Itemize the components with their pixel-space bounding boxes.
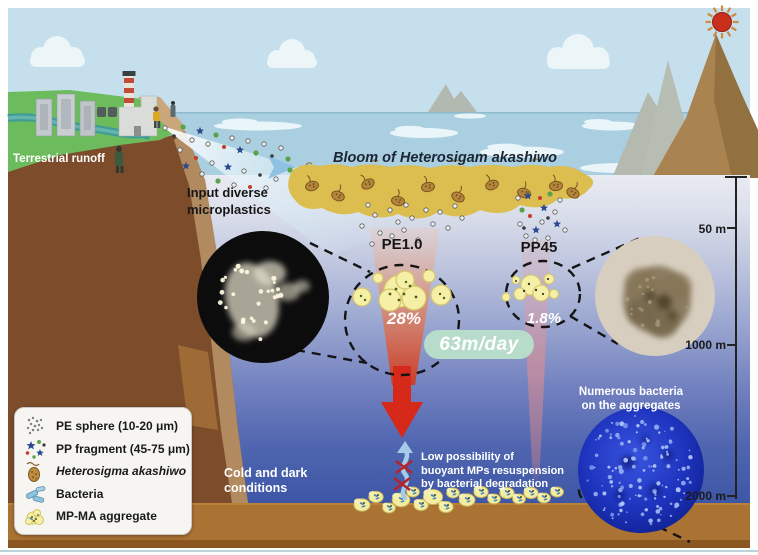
treatment-pe-label: PE1.0	[381, 236, 423, 253]
terrestrial-runoff-label: Terrestrial runoff	[13, 153, 105, 165]
depth-marker-2000m: 2000 m	[685, 489, 726, 503]
sinking-rate-badge: 63m/day	[424, 330, 534, 359]
people	[115, 101, 176, 173]
conditions-line2: conditions	[224, 481, 288, 495]
bacteria-icon	[23, 483, 49, 505]
legend-item-label: Bacteria	[56, 486, 104, 501]
legend-item-bacteria: Bacteria	[23, 483, 183, 505]
bacteria-note: Numerous bacteria on the aggregates	[552, 385, 710, 413]
legend-box: PE sphere (10-20 μm) PP fragment (45-75 …	[14, 407, 192, 535]
micrograph-pp-aggregate	[595, 236, 715, 356]
bacteria-note-line2: on the aggregates	[581, 400, 681, 412]
magnifier-dashed-ellipse-pp	[504, 259, 582, 329]
wave-foam	[214, 113, 660, 173]
legend-item-pp-fragment: PP fragment (45-75 μm)	[23, 438, 190, 460]
input-label-line2: microplastics	[187, 202, 271, 217]
bacteria-note-line1: Numerous bacteria	[578, 386, 684, 398]
magnifier-dashed-ellipse-pe	[343, 263, 461, 377]
treatment-pp-label: PP45	[520, 239, 558, 256]
input-microplastics-label: Input diverse microplastics	[187, 184, 271, 218]
resuspension-line1: Low possibility of	[421, 451, 514, 463]
bloom-surface-flagella	[305, 158, 539, 166]
heterosigma-cells	[305, 174, 580, 207]
resuspension-blocked-icon	[393, 441, 413, 501]
cold-dark-conditions-label: Cold and dark conditions	[224, 466, 307, 496]
pp-fragment-icon	[23, 438, 49, 460]
sinking-arrow	[381, 366, 423, 438]
pp-funnel	[521, 240, 551, 485]
micrograph-pe-aggregate	[197, 231, 329, 363]
pe-aggregate-cluster	[352, 269, 452, 312]
legend-item-label: Heterosigma akashiwo	[56, 464, 187, 478]
bloom-title: Bloom of Heterosigam akashiwo	[333, 150, 557, 166]
resuspension-line3: by bacterial degradation	[421, 478, 549, 490]
resuspension-note: Low possibility of buoyant MPs resuspens…	[421, 451, 564, 492]
input-label-line1: Input diverse	[187, 185, 268, 200]
legend-item-pe-sphere: PE sphere (10-20 μm)	[23, 415, 183, 437]
depth-scale	[725, 176, 747, 499]
micrograph-bacteria	[578, 407, 704, 533]
legend-item-label: PP fragment (45-75 μm)	[56, 441, 190, 456]
legend-item-label: PE sphere (10-20 μm)	[56, 419, 179, 433]
legend-item-label: MP-MA aggregate	[56, 509, 157, 523]
legend-item-heterosigma: Heterosigma akashiwo	[23, 460, 187, 482]
heterosigma-icon	[23, 460, 49, 482]
input-microplastic-particles	[162, 124, 293, 191]
conditions-line1: Cold and dark	[224, 466, 308, 480]
sinking-particles	[359, 191, 568, 247]
coastal-mountains	[612, 34, 758, 178]
mp-ma-aggregate-icon	[23, 505, 49, 527]
depth-marker-50m: 50 m	[698, 222, 726, 236]
legend-item-mp-ma-aggregate: MP-MA aggregate	[23, 505, 183, 527]
sun-icon	[705, 5, 739, 39]
island-peaks	[428, 84, 477, 112]
coastal-city	[35, 71, 158, 137]
depth-marker-1000m: 1000 m	[685, 338, 726, 352]
resuspension-line2: buoyant MPs resuspension	[421, 464, 565, 477]
pe-sinking-percent: 28%	[386, 309, 422, 328]
pe-sphere-icon	[23, 415, 49, 437]
pp-aggregate-cluster	[501, 273, 560, 302]
figure-bottom-border	[0, 550, 758, 552]
cloud	[30, 34, 610, 69]
pp-sinking-percent: 1.8%	[526, 310, 562, 327]
